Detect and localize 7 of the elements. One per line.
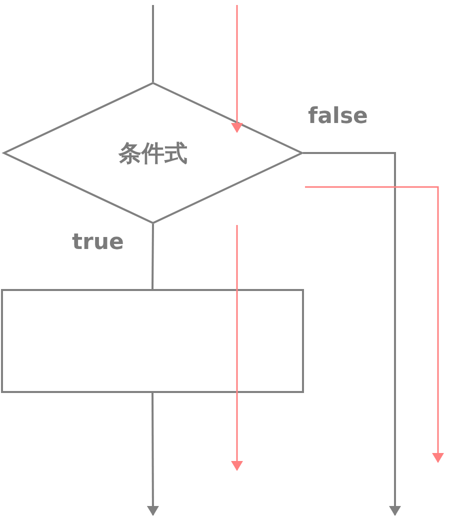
- decision-diamond: [3, 82, 303, 224]
- arrow: [146, 393, 159, 516]
- connector-line: [152, 224, 154, 289]
- condition-text: 条件式: [118, 140, 188, 168]
- process-box: [1, 289, 304, 393]
- arrow: [303, 152, 401, 516]
- connector-line: [152, 5, 154, 82]
